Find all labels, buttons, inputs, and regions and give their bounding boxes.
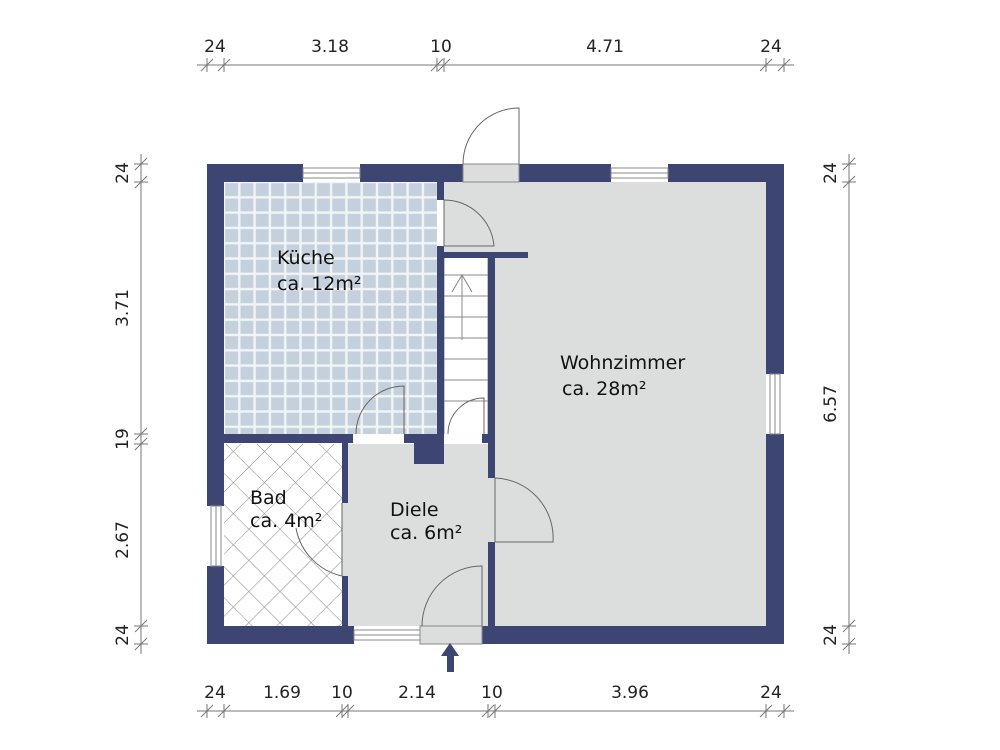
dim-left-0: 24 bbox=[113, 162, 133, 184]
hall-floor bbox=[444, 182, 494, 252]
dimension-lines bbox=[134, 58, 856, 718]
dim-bottom-6: 24 bbox=[760, 683, 782, 703]
dim-right-0: 24 bbox=[821, 162, 841, 184]
dimension-labels: 24 3.18 10 4.71 24 24 1.69 10 2.14 10 3.… bbox=[113, 37, 841, 703]
dim-bottom-3: 2.14 bbox=[398, 683, 436, 703]
wohnzimmer-floor bbox=[488, 182, 766, 626]
wohnzimmer-area: ca. 28m² bbox=[562, 378, 646, 400]
dim-top-3: 4.71 bbox=[586, 37, 624, 57]
dim-bottom-0: 24 bbox=[204, 683, 226, 703]
dim-bottom-2: 10 bbox=[331, 683, 353, 703]
bad-floor bbox=[224, 444, 342, 626]
dim-top-4: 24 bbox=[760, 37, 782, 57]
dim-right-2: 24 bbox=[821, 624, 841, 646]
room-labels: Küche ca. 12m² Wohnzimmer ca. 28m² Bad c… bbox=[250, 247, 685, 544]
dim-left-3: 2.67 bbox=[113, 521, 133, 559]
dim-left-1: 3.71 bbox=[113, 289, 133, 327]
dim-left-4: 24 bbox=[113, 624, 133, 646]
entrance-arrow-icon bbox=[441, 643, 459, 672]
bad-name: Bad bbox=[250, 487, 287, 509]
dim-right-1: 6.57 bbox=[821, 385, 841, 423]
stair-area bbox=[444, 254, 488, 434]
windows bbox=[210, 167, 781, 641]
dim-bottom-5: 3.96 bbox=[611, 683, 649, 703]
floors bbox=[224, 182, 766, 626]
wohnzimmer-name: Wohnzimmer bbox=[560, 352, 685, 374]
bad-area: ca. 4m² bbox=[250, 510, 322, 532]
dim-bottom-1: 1.69 bbox=[263, 683, 301, 703]
dim-top-1: 3.18 bbox=[311, 37, 349, 57]
dim-top-2: 10 bbox=[430, 37, 452, 57]
kueche-area: ca. 12m² bbox=[277, 273, 361, 295]
kueche-name: Küche bbox=[277, 247, 335, 269]
diele-name: Diele bbox=[390, 499, 439, 521]
dim-left-2: 19 bbox=[113, 428, 133, 450]
dim-bottom-4: 10 bbox=[481, 683, 503, 703]
kueche-floor bbox=[224, 182, 437, 434]
diele-floor bbox=[342, 444, 488, 626]
diele-area: ca. 6m² bbox=[390, 522, 462, 544]
doors bbox=[295, 107, 554, 645]
dim-top-0: 24 bbox=[204, 37, 226, 57]
walls bbox=[207, 164, 784, 644]
